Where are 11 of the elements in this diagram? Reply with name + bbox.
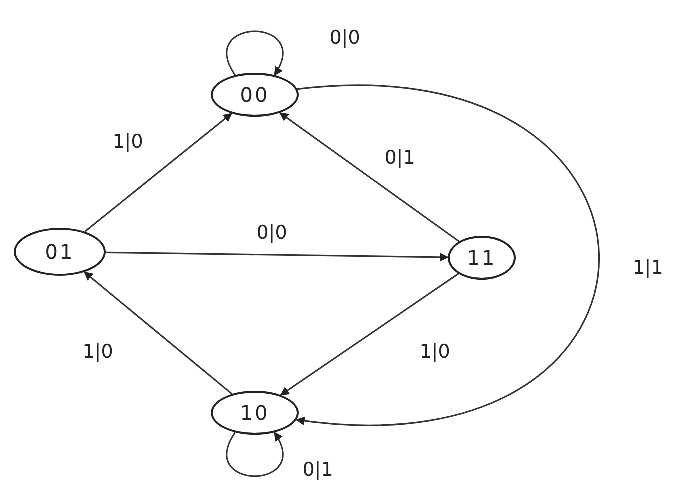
arrow	[296, 86, 600, 426]
arrow	[106, 252, 449, 262]
arrow	[84, 113, 232, 232]
arrow	[280, 273, 460, 396]
state-label: 00	[240, 83, 270, 107]
state-ellipse	[448, 236, 516, 280]
state-label: 10	[240, 401, 270, 425]
arrow	[279, 112, 460, 242]
state-label: 11	[467, 246, 497, 270]
arrow	[84, 272, 233, 395]
state-label: 01	[45, 240, 75, 264]
